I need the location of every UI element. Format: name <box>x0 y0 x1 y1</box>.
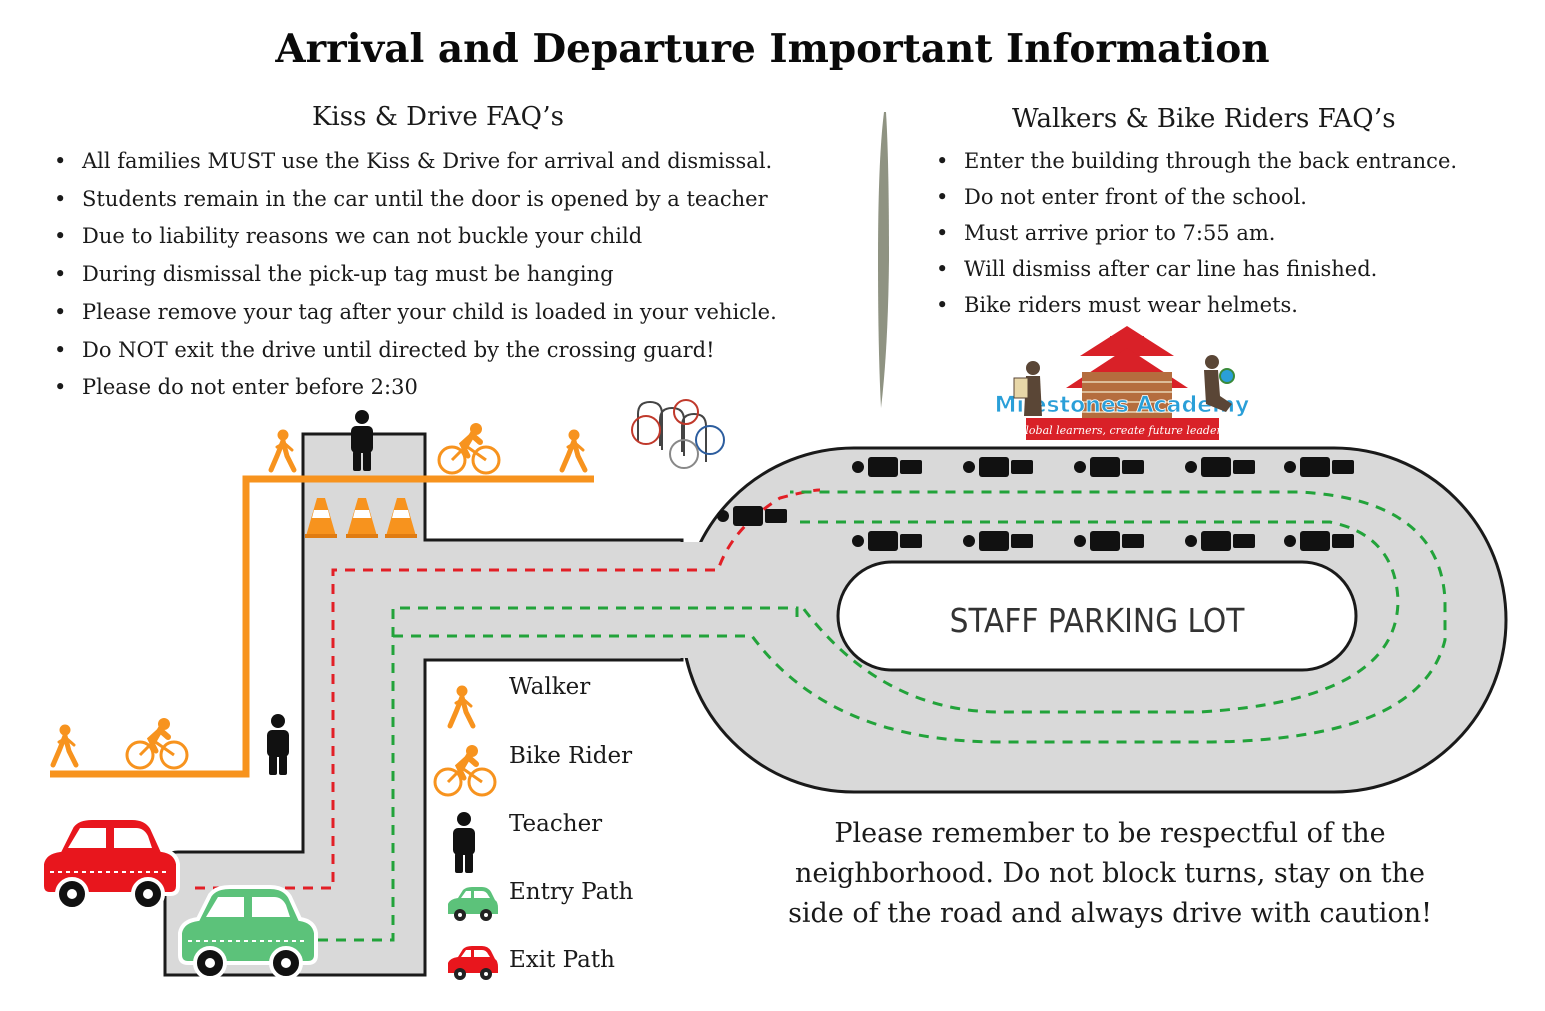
walker-icon <box>53 725 76 765</box>
faq-item: During dismissal the pick-up tag must be… <box>52 256 777 294</box>
sidewalk-route <box>50 475 594 778</box>
traffic-cone-icon <box>346 498 378 538</box>
legend <box>435 686 498 980</box>
legend-entry-path-label: Entry Path <box>509 879 634 905</box>
walkers-faq-list: Enter the building through the back entr… <box>934 143 1457 323</box>
faq-item: Do NOT exit the drive until directed by … <box>52 332 777 370</box>
exit-path-line <box>195 488 821 890</box>
walker-icon <box>271 430 294 470</box>
faq-item: Do not enter front of the school. <box>934 179 1457 215</box>
traffic-cone-icon <box>385 498 417 538</box>
legend-walker-label: Walker <box>509 674 591 700</box>
faq-item: Will dismiss after car line has finished… <box>934 251 1457 287</box>
closing-note: Please remember to be respectful of the … <box>760 814 1460 934</box>
kiss-drive-heading: Kiss & Drive FAQ’s <box>312 102 564 132</box>
closing-line: side of the road and always drive with c… <box>788 898 1432 929</box>
faq-item: Enter the building through the back entr… <box>934 143 1457 179</box>
legend-teacher-icon <box>453 812 475 873</box>
bike-rider-icon <box>439 423 499 473</box>
traffic-cones <box>305 498 417 538</box>
faq-item: Must arrive prior to 7:55 am. <box>934 215 1457 251</box>
kiss-drive-faq-list: All families MUST use the Kiss & Drive f… <box>52 143 777 407</box>
entry-path-lines <box>318 490 1447 942</box>
walkers-heading: Walkers & Bike Riders FAQ’s <box>1012 104 1396 134</box>
faq-item: Due to liability reasons we can not buck… <box>52 218 777 256</box>
staff-parking-lot <box>836 560 1358 672</box>
legend-exit-car-icon <box>448 946 498 980</box>
faq-item: All families MUST use the Kiss & Drive f… <box>52 143 777 181</box>
closing-line: neighborhood. Do not block turns, stay o… <box>795 858 1425 889</box>
column-divider <box>878 112 889 408</box>
faq-item: Please remove your tag after your child … <box>52 294 777 332</box>
page-title: Arrival and Departure Important Informat… <box>275 26 1270 72</box>
legend-walker-icon <box>450 686 473 726</box>
legend-bike-rider-label: Bike Rider <box>509 743 633 769</box>
exit-car-icon <box>40 816 180 911</box>
staff-parking-lot-label: STAFF PARKING LOT <box>950 601 1246 640</box>
closing-line: Please remember to be respectful of the <box>834 818 1386 849</box>
milestones-academy-logo: Global learners, create future leaders M… <box>994 326 1250 440</box>
faq-item: Students remain in the car until the doo… <box>52 181 777 219</box>
teacher-icon <box>267 714 289 775</box>
bike-rider-icon <box>127 718 187 768</box>
faq-item: Bike riders must wear helmets. <box>934 287 1457 323</box>
walker-icon <box>562 430 585 470</box>
logo-tagline: Global learners, create future leaders <box>1017 424 1228 437</box>
legend-entry-car-icon <box>448 887 498 921</box>
legend-exit-path-label: Exit Path <box>509 947 615 973</box>
legend-teacher-label: Teacher <box>509 811 603 837</box>
faq-item: Please do not enter before 2:30 <box>52 369 777 407</box>
traffic-cone-icon <box>305 498 337 538</box>
legend-bike-rider-icon <box>435 745 495 795</box>
bike-rack-icon <box>631 399 725 469</box>
